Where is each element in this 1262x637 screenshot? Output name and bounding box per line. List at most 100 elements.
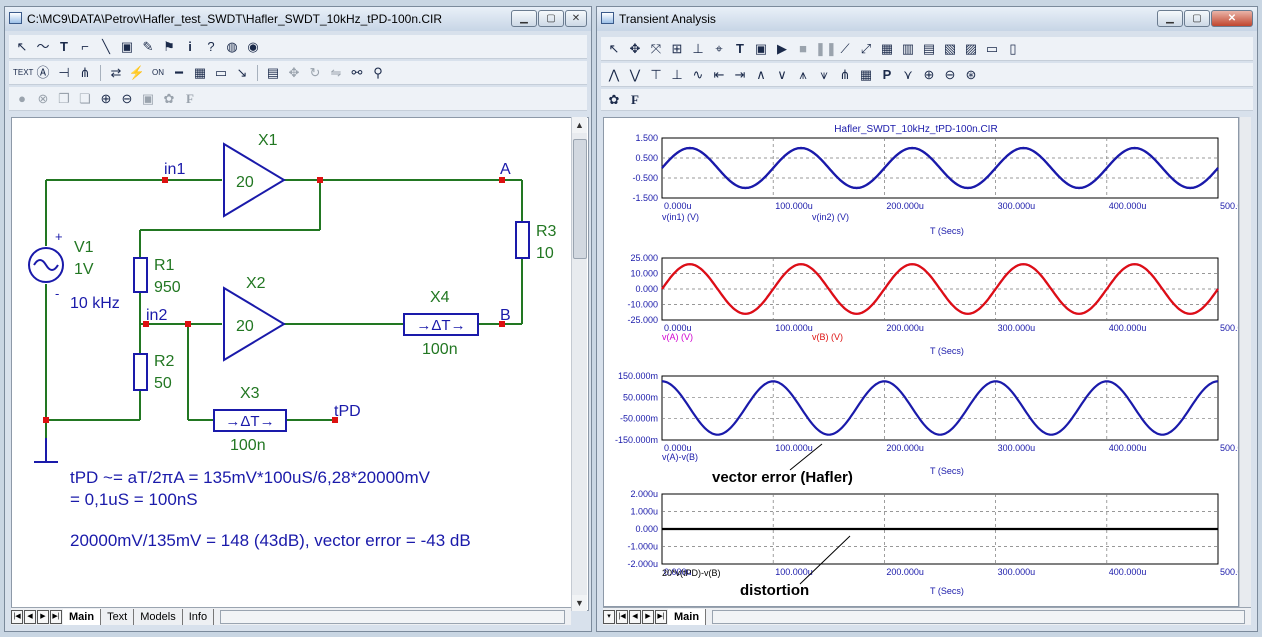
inflection-icon[interactable]: ∿ bbox=[692, 66, 704, 82]
scale-icon[interactable]: ⤧ bbox=[650, 40, 662, 56]
properties-icon[interactable]: ▤ bbox=[266, 64, 280, 80]
copy-icon[interactable]: ❐ bbox=[58, 90, 70, 106]
mirror-icon[interactable]: ⇋ bbox=[330, 64, 342, 80]
tag-icon[interactable]: ⌖ bbox=[715, 40, 723, 56]
hscrollbar[interactable] bbox=[712, 609, 1245, 624]
on-icon[interactable]: ON bbox=[152, 67, 164, 77]
text-icon[interactable]: T bbox=[60, 38, 68, 54]
schematic-vscrollbar[interactable]: ▲ ▼ bbox=[571, 117, 587, 611]
grid-2-icon[interactable]: ▥ bbox=[901, 40, 915, 56]
grid-5-icon[interactable]: ▨ bbox=[964, 40, 978, 56]
p-icon[interactable]: P bbox=[882, 66, 892, 82]
diagonal-wire-icon[interactable]: ╲ bbox=[102, 38, 110, 54]
maximize-plot-icon[interactable]: ⊞ bbox=[671, 40, 683, 56]
global-low-icon[interactable]: ⩛ bbox=[820, 66, 828, 82]
first-page-icon[interactable]: |◀ bbox=[11, 609, 23, 624]
zoom-out-icon[interactable]: ⊖ bbox=[944, 66, 956, 82]
wire-mode-icon[interactable]: ━ bbox=[175, 64, 183, 80]
global-high-icon[interactable]: ⩚ bbox=[799, 66, 807, 82]
cursor-mode-icon[interactable]: ⊥ bbox=[692, 40, 704, 56]
text-icon[interactable]: T bbox=[736, 40, 744, 56]
zoom-fit-icon[interactable]: ⊛ bbox=[965, 66, 977, 82]
scroll-up-arrow[interactable]: ▲ bbox=[572, 117, 587, 133]
tab-main[interactable]: Main bbox=[668, 608, 707, 625]
pause-icon[interactable]: ❚❚ bbox=[815, 40, 837, 56]
last-page-icon[interactable]: ▶| bbox=[50, 609, 62, 624]
font-icon[interactable]: F bbox=[186, 90, 194, 106]
paste-icon[interactable]: ❏ bbox=[79, 90, 91, 106]
next-peak-icon[interactable]: ∨ bbox=[777, 66, 787, 82]
select-arrow-icon[interactable]: ↖ bbox=[608, 40, 620, 56]
probe-icon[interactable]: ◉ bbox=[247, 38, 259, 54]
flag-icon[interactable]: ⚑ bbox=[163, 38, 175, 54]
plot-vscrollbar[interactable] bbox=[1239, 117, 1251, 607]
tab-main[interactable]: Main bbox=[63, 608, 102, 625]
minimize-button[interactable]: ▁ bbox=[1157, 10, 1183, 27]
end-page-icon[interactable]: ▶| bbox=[655, 609, 667, 624]
minimize-button[interactable]: ▁ bbox=[511, 10, 537, 27]
next-page-icon[interactable]: ▶ bbox=[37, 609, 49, 624]
schematic-canvas[interactable]: X1 20 X2 20 + - V1 1V 10 kHz R1 950 R2 5… bbox=[11, 117, 589, 611]
pin-connections-icon[interactable]: ⊣ bbox=[58, 64, 70, 80]
flip-icon[interactable]: ⇄ bbox=[110, 64, 122, 80]
info-icon[interactable]: i bbox=[188, 38, 192, 54]
run-icon[interactable]: ▶ bbox=[777, 40, 787, 56]
cancel-icon[interactable]: ⊗ bbox=[37, 90, 49, 106]
palette-icon[interactable]: ✿ bbox=[163, 90, 175, 106]
prev-page-icon[interactable]: ◀ bbox=[24, 609, 36, 624]
tab-text[interactable]: Text bbox=[101, 608, 135, 625]
low-icon[interactable]: ⊥ bbox=[671, 66, 683, 82]
orthogonal-wire-icon[interactable]: ⌐ bbox=[81, 38, 89, 54]
tab-info[interactable]: Info bbox=[183, 608, 215, 625]
valley-icon[interactable]: ⋁ bbox=[629, 66, 641, 82]
close-button[interactable]: ✕ bbox=[565, 10, 587, 27]
next-page-icon[interactable]: ◀ bbox=[629, 609, 641, 624]
attribute-icon[interactable]: ▦ bbox=[193, 64, 207, 80]
schematic-titlebar[interactable]: C:\MC9\DATA\Petrov\Hafler_test_SWDT\Hafl… bbox=[5, 7, 591, 31]
zoom-out-icon[interactable]: ⊖ bbox=[121, 90, 133, 106]
maximize-button[interactable]: ▢ bbox=[1184, 10, 1210, 27]
plot-stack-icon[interactable]: ▯ bbox=[1009, 40, 1017, 56]
select-arrow-icon[interactable]: ↖ bbox=[16, 38, 28, 54]
font-icon[interactable]: F bbox=[631, 91, 639, 107]
plot-split-icon[interactable]: ▭ bbox=[985, 40, 999, 56]
multi-icon[interactable]: ⋔ bbox=[839, 66, 851, 82]
analysis-titlebar[interactable]: Transient Analysis ▁ ▢ ✕ bbox=[597, 7, 1257, 31]
close-button[interactable]: ✕ bbox=[1211, 10, 1253, 27]
peak-icon[interactable]: ⋀ bbox=[608, 66, 620, 82]
page-icon[interactable]: ▭ bbox=[214, 64, 228, 80]
grid-1-icon[interactable]: ▦ bbox=[880, 40, 894, 56]
camera-icon[interactable]: ▣ bbox=[141, 90, 155, 106]
maximize-button[interactable]: ▢ bbox=[538, 10, 564, 27]
pan-icon[interactable]: ✥ bbox=[629, 40, 641, 56]
scroll-down-arrow[interactable]: ▼ bbox=[572, 595, 587, 611]
first-page-icon[interactable]: ▾ bbox=[603, 609, 615, 624]
node-numbers-icon[interactable]: Ⓐ bbox=[36, 64, 50, 80]
binoculars-icon[interactable]: ⚯ bbox=[351, 64, 363, 80]
hscrollbar[interactable] bbox=[220, 609, 565, 624]
properties-icon[interactable]: ▣ bbox=[754, 40, 768, 56]
find-icon[interactable]: ⚲ bbox=[373, 64, 383, 80]
grid-icon[interactable]: ⋔ bbox=[79, 64, 91, 80]
prev-page-icon[interactable]: |◀ bbox=[616, 609, 628, 624]
node-voltage-icon[interactable]: ⚡ bbox=[128, 64, 146, 80]
last-page-icon[interactable]: ▶ bbox=[642, 609, 654, 624]
slope-icon[interactable]: ∧ bbox=[756, 66, 766, 82]
tab-models[interactable]: Models bbox=[134, 608, 183, 625]
help-icon[interactable]: ? bbox=[207, 38, 215, 54]
rotate-icon[interactable]: ↻ bbox=[309, 64, 321, 80]
grid-4-icon[interactable]: ▧ bbox=[943, 40, 957, 56]
zoom-in-icon[interactable]: ⊕ bbox=[923, 66, 935, 82]
wire-icon[interactable]: 〜 bbox=[36, 38, 50, 54]
data-table-icon[interactable]: ▦ bbox=[859, 66, 873, 82]
grid-3-icon[interactable]: ▤ bbox=[922, 40, 936, 56]
cursor-icon[interactable]: ↘ bbox=[236, 64, 248, 80]
tagging-icon[interactable]: ⋎ bbox=[903, 66, 913, 82]
arrow-line-icon[interactable]: ⤢ bbox=[860, 40, 872, 56]
line-icon[interactable]: ⟋ bbox=[840, 40, 850, 56]
text-mode-icon[interactable]: TEXT bbox=[13, 67, 34, 77]
scroll-thumb[interactable] bbox=[573, 139, 587, 259]
move-icon[interactable]: ✥ bbox=[288, 64, 300, 80]
pen-icon[interactable]: ✎ bbox=[142, 38, 154, 54]
